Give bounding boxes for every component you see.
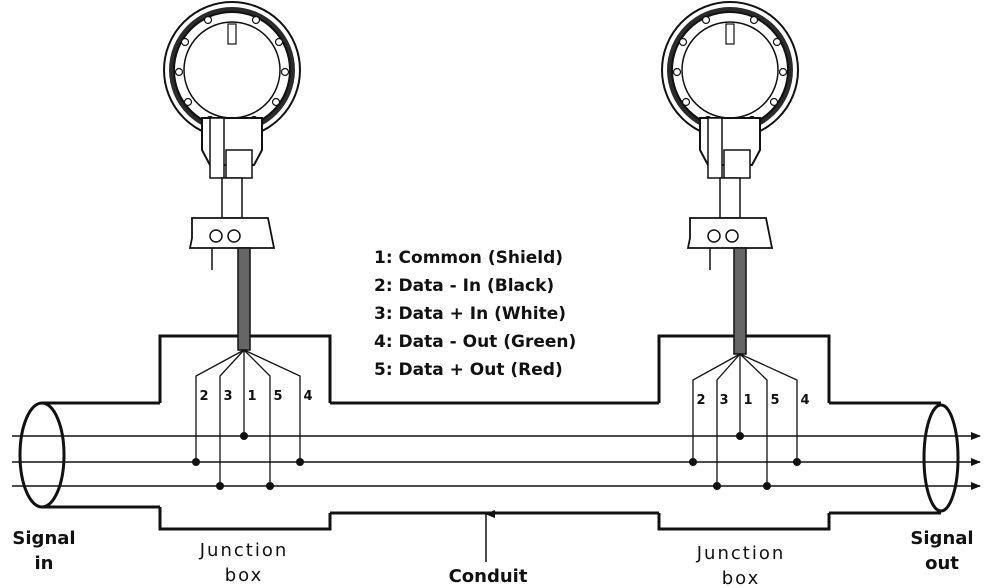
signal-in-label: in: [35, 553, 54, 574]
wire-legend: 1: Common (Shield) 2: Data - In (Black) …: [374, 248, 576, 380]
wire-number: 1: [743, 393, 752, 408]
legend-item: 2: Data - In (Black): [374, 276, 554, 296]
wire-numbers-left: 2 3 1 5 4: [199, 389, 312, 404]
legend-item: 4: Data - Out (Green): [374, 332, 576, 352]
wire-number: 1: [247, 389, 256, 404]
wire-number: 5: [273, 389, 282, 404]
wire-number: 3: [719, 393, 728, 408]
wire-numbers-right: 2 3 1 5 4: [696, 393, 809, 408]
transmitter-device-left: [163, 1, 301, 271]
signal-out-label: out: [925, 553, 959, 574]
signal-out-label: Signal: [910, 528, 973, 549]
wire-number: 2: [199, 389, 208, 404]
wire-number: 4: [303, 389, 312, 404]
legend-item: 3: Data + In (White): [374, 304, 566, 324]
signal-lines: [12, 432, 981, 490]
junction-dots-right: [689, 432, 801, 490]
transmitter-device-right: [661, 1, 799, 271]
conduit-label: Conduit: [449, 566, 528, 587]
wire-number: 2: [696, 393, 705, 408]
junction-box-label: box: [225, 565, 264, 586]
junction-box-label: Junction: [696, 543, 786, 564]
legend-item: 1: Common (Shield): [374, 248, 563, 268]
junction-dots-left: [192, 432, 304, 490]
legend-item: 5: Data + Out (Red): [374, 360, 563, 380]
wiring-right: [692, 353, 798, 486]
wire-number: 5: [770, 393, 779, 408]
junction-box-right: [657, 334, 831, 531]
cable-right: [733, 247, 747, 355]
junction-box-label: Junction: [199, 540, 289, 561]
signal-in-label: Signal: [12, 528, 75, 549]
wire-number: 3: [223, 389, 232, 404]
cable-left: [237, 247, 251, 351]
wire-number: 4: [800, 393, 809, 408]
conduit: [18, 401, 960, 515]
junction-box-label: box: [722, 568, 761, 588]
wiring-left: [195, 349, 301, 486]
